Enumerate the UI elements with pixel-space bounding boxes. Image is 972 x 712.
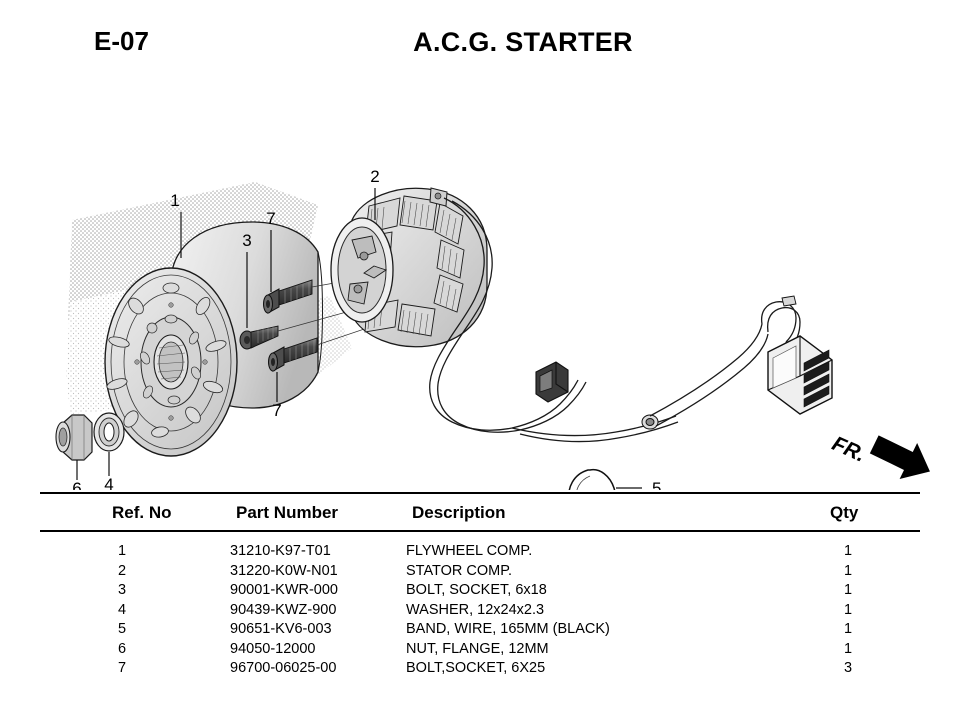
column-header-qty: Qty xyxy=(830,503,859,522)
cell-description: BOLT,SOCKET, 6X25 xyxy=(406,660,546,676)
callout-7-lower: 7 xyxy=(272,401,281,420)
bolt-socket-6x25-upper-drawing xyxy=(263,279,313,314)
section-code: E-07 xyxy=(94,26,149,56)
table-row[interactable]: 2 31220-K0W-N01 STATOR COMP. 1 xyxy=(40,563,920,583)
callout-7-upper: 7 xyxy=(266,209,275,228)
cell-ref-no: 5 xyxy=(117,621,127,637)
cell-description: BOLT, SOCKET, 6x18 xyxy=(406,582,547,598)
exploded-parts-diagram: 1 2 3 4 5 6 7 7 xyxy=(0,70,972,490)
cell-ref-no: 3 xyxy=(117,582,127,598)
cell-description: WASHER, 12x24x2.3 xyxy=(406,601,545,618)
cell-ref-no: 6 xyxy=(117,640,127,657)
cell-ref-no: 1 xyxy=(117,543,127,559)
multi-pin-connector-drawing xyxy=(767,335,833,415)
cell-qty: 3 xyxy=(843,660,853,676)
cell-part-number: 90001-KWR-000 xyxy=(230,582,338,598)
flange-nut-drawing xyxy=(55,414,93,461)
cell-part-number: 96700-06025-00 xyxy=(230,660,337,676)
cell-description: BAND, WIRE, 165MM (BLACK) xyxy=(406,621,610,637)
table-row[interactable]: 4 90439-KWZ-900 WASHER, 12x24x2.3 1 xyxy=(40,602,920,622)
callout-6: 6 xyxy=(72,479,81,490)
table-header-row: Ref. No Part Number Description Qty xyxy=(40,494,920,530)
stator-comp-drawing xyxy=(330,187,488,348)
column-header-description: Description xyxy=(412,503,506,522)
cell-qty: 1 xyxy=(843,621,853,637)
table-header-rule xyxy=(40,530,920,532)
bolt-socket-6x18-drawing xyxy=(239,325,279,350)
table-row[interactable]: 3 90001-KWR-000 BOLT, SOCKET, 6x18 1 xyxy=(40,582,920,602)
bolt-socket-6x25-lower-drawing xyxy=(268,337,318,372)
parts-table: Ref. No Part Number Description Qty 1 31… xyxy=(40,492,920,680)
table-row[interactable]: 7 96700-06025-00 BOLT,SOCKET, 6X25 3 xyxy=(40,660,920,680)
column-header-ref-no: Ref. No xyxy=(112,503,172,522)
cell-qty: 1 xyxy=(843,640,853,657)
table-top-rule xyxy=(40,492,920,494)
callout-numbers: 1 2 3 4 5 6 7 7 xyxy=(72,167,661,490)
cell-part-number: 31210-K97-T01 xyxy=(230,543,331,559)
cell-ref-no: 7 xyxy=(117,660,127,676)
cell-ref-no: 2 xyxy=(117,562,127,579)
fr-arrow-icon xyxy=(869,435,930,479)
cell-qty: 1 xyxy=(843,582,853,598)
callout-1: 1 xyxy=(170,191,179,210)
table-body: 1 31210-K97-T01 FLYWHEEL COMP. 1 2 31220… xyxy=(40,532,920,680)
table-row[interactable]: 6 94050-12000 NUT, FLANGE, 12MM 1 xyxy=(40,641,920,661)
page-title: A.C.G. STARTER xyxy=(413,27,633,57)
callout-leader-lines xyxy=(76,188,642,489)
cell-part-number: 90651-KV6-003 xyxy=(230,621,332,637)
cell-part-number: 90439-KWZ-900 xyxy=(230,601,337,618)
cell-qty: 1 xyxy=(843,543,853,559)
cell-ref-no: 4 xyxy=(117,601,127,618)
cell-description: NUT, FLANGE, 12MM xyxy=(406,640,549,657)
wire-band-drawing xyxy=(568,468,616,490)
callout-2: 2 xyxy=(370,167,379,186)
table-row[interactable]: 5 90651-KV6-003 BAND, WIRE, 165MM (BLACK… xyxy=(40,621,920,641)
cell-part-number: 94050-12000 xyxy=(230,640,316,657)
wire-harness-drawing xyxy=(429,197,801,443)
cell-qty: 1 xyxy=(843,601,853,618)
cell-description: FLYWHEEL COMP. xyxy=(406,543,533,559)
cell-part-number: 31220-K0W-N01 xyxy=(230,562,338,579)
callout-5: 5 xyxy=(652,479,661,490)
table-row[interactable]: 1 31210-K97-T01 FLYWHEEL COMP. 1 xyxy=(40,543,920,563)
front-orientation-indicator: FR. xyxy=(829,424,958,484)
callout-4: 4 xyxy=(104,475,113,490)
callout-3: 3 xyxy=(242,231,251,250)
cell-description: STATOR COMP. xyxy=(406,562,513,579)
column-header-part-number: Part Number xyxy=(236,503,339,522)
cell-qty: 1 xyxy=(843,562,853,579)
washer-drawing xyxy=(93,412,125,452)
